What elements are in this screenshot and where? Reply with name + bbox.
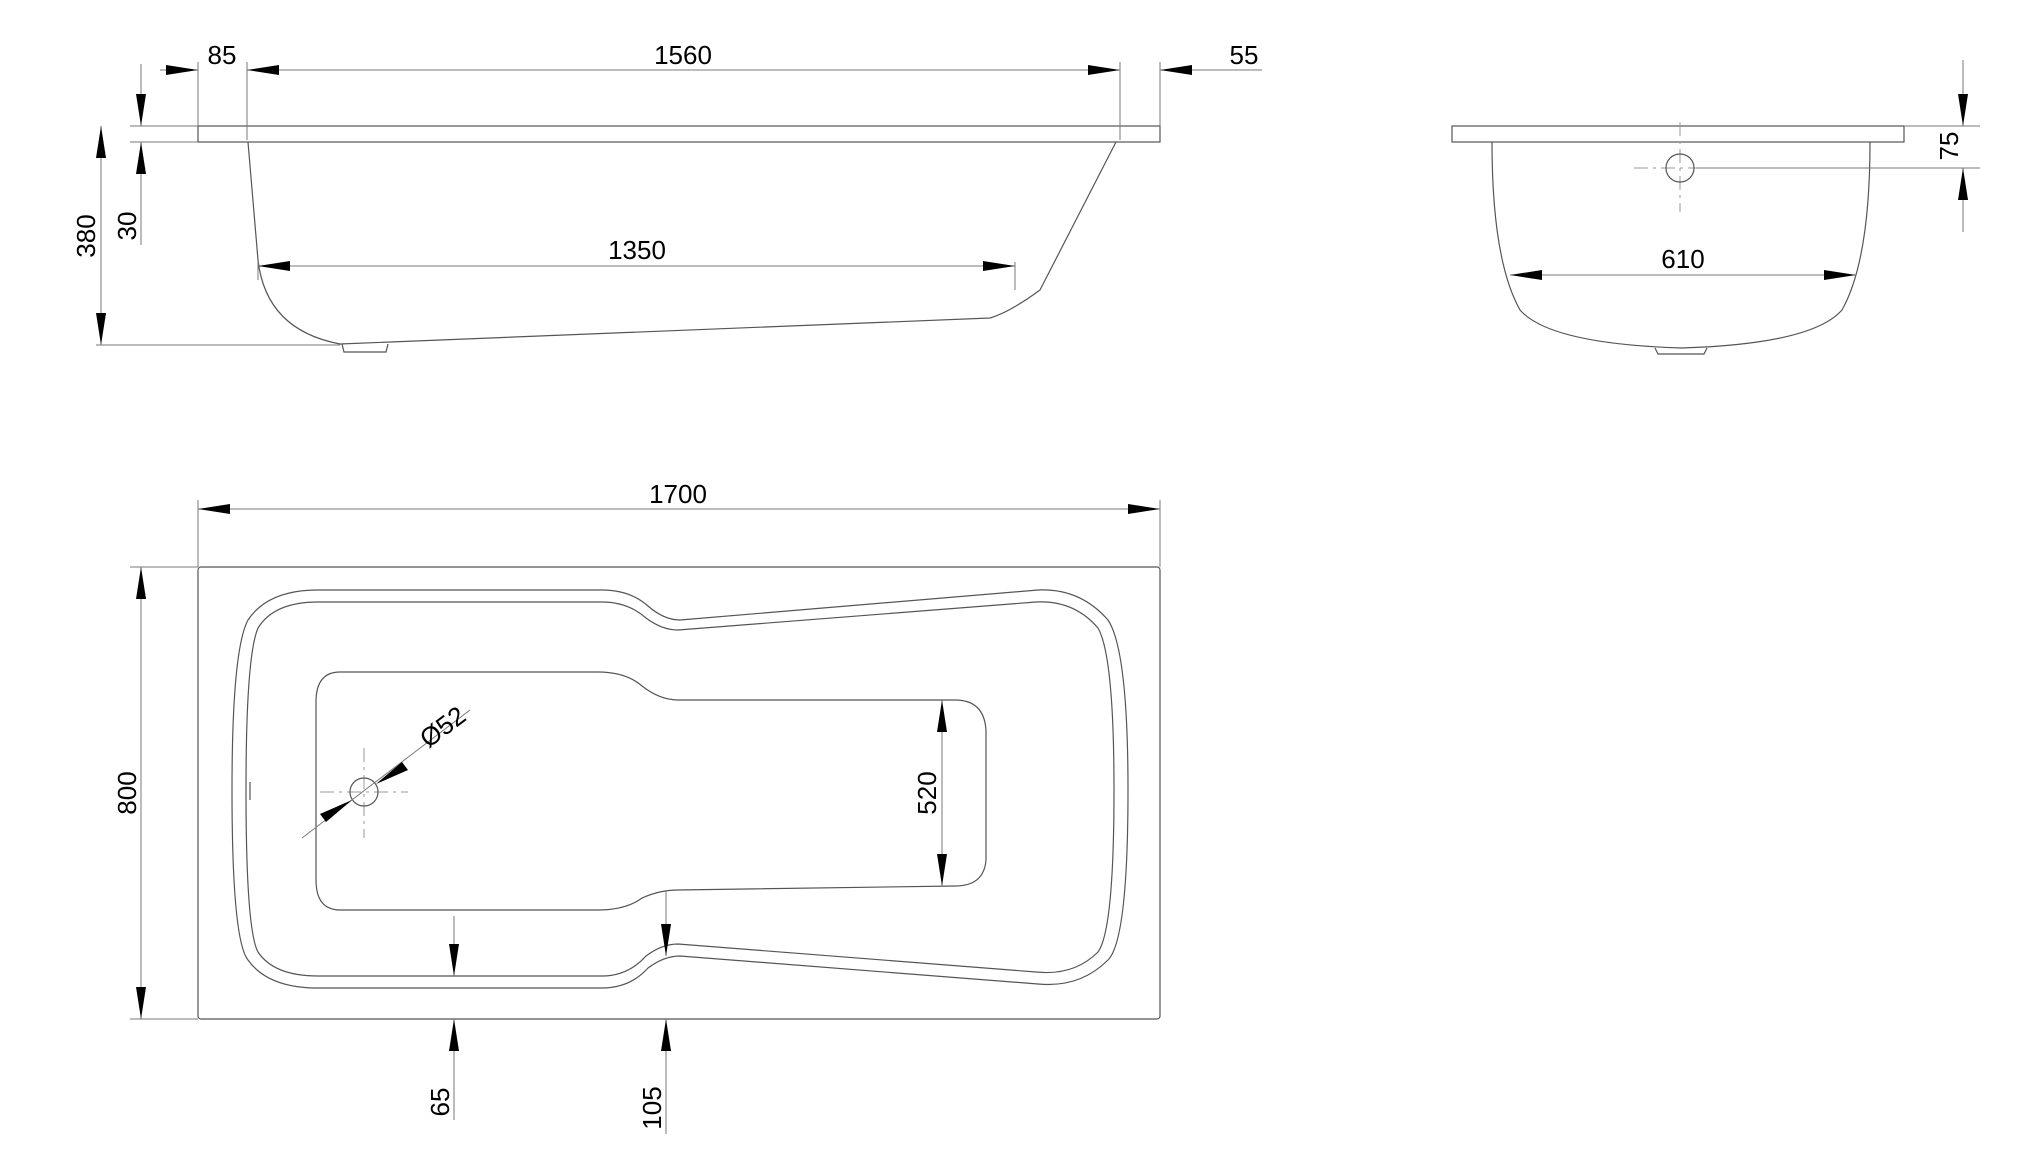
plan-view: Ø52 1700 800 520 65 105 <box>112 479 1161 1134</box>
end-body-outline <box>1491 141 1871 349</box>
side-dim-1560-label: 1560 <box>654 40 712 70</box>
plan-dim-65-arrow-top <box>449 944 459 976</box>
side-dim-85-arrow-right <box>247 65 279 75</box>
plan-dim-105-arrow-top <box>661 924 671 956</box>
plan-dim-520-arrow-top <box>937 700 947 732</box>
side-dim-30-arrow-top <box>136 94 146 126</box>
plan-dim-800-arrow-bottom <box>136 987 146 1019</box>
side-dim-30-label: 30 <box>112 212 142 241</box>
plan-dim-d52-arrow-lower <box>320 800 352 822</box>
side-view: 85 1560 55 380 30 1350 <box>71 40 1262 353</box>
plan-dim-800-arrow-top <box>136 567 146 599</box>
end-dim-610-arrow-right <box>1824 270 1856 280</box>
end-dim-75-arrow-bottom <box>1958 168 1968 200</box>
plan-outer-rim <box>197 566 1161 1020</box>
plan-dim-65-label: 65 <box>425 1088 455 1117</box>
plan-dim-520-arrow-bottom <box>937 854 947 886</box>
plan-inner-rim-outer-line <box>231 589 1129 989</box>
plan-dim-105-label: 105 <box>637 1086 667 1129</box>
plan-dim-1700-arrow-left <box>198 504 230 514</box>
end-drain-circle <box>1665 153 1695 183</box>
side-rim <box>197 125 1161 143</box>
side-dim-1350-arrow-left <box>258 261 290 271</box>
plan-dim-1700-label: 1700 <box>649 479 707 509</box>
end-rim <box>1451 125 1905 143</box>
side-foot <box>341 343 389 353</box>
side-dim-30-arrow-bottom <box>136 142 146 174</box>
end-dim-75-label: 75 <box>1934 132 1964 161</box>
side-dim-1350-arrow-right <box>983 261 1015 271</box>
plan-inner-rim-inner-line <box>245 601 1115 977</box>
side-dim-1350-label: 1350 <box>608 235 666 265</box>
plan-dim-520-label: 520 <box>912 771 942 814</box>
plan-drain-circle <box>349 777 379 807</box>
side-dim-380-arrow-bottom <box>96 313 106 345</box>
plan-dim-d52-arrow-upper <box>376 762 408 784</box>
side-body-outline <box>247 141 1117 345</box>
end-dim-75-arrow-top <box>1958 94 1968 126</box>
end-dim-610-arrow-left <box>1510 270 1542 280</box>
side-dim-380-arrow-top <box>96 126 106 158</box>
side-dim-55-arrow <box>1160 65 1192 75</box>
side-dim-55-label: 55 <box>1230 40 1259 70</box>
plan-dim-1700-arrow-right <box>1128 504 1160 514</box>
side-dim-85-arrow-left <box>166 65 198 75</box>
side-dim-1560-arrow-right <box>1088 65 1120 75</box>
plan-dim-105-arrow-bottom <box>661 1019 671 1051</box>
end-foot <box>1654 347 1708 355</box>
end-dim-610-label: 610 <box>1661 244 1704 274</box>
end-view: 75 610 <box>1451 60 1980 355</box>
plan-dim-800-label: 800 <box>112 771 142 814</box>
plan-floor-outline <box>315 671 987 911</box>
plan-dim-65-arrow-bottom <box>449 1019 459 1051</box>
side-dim-85-label: 85 <box>208 40 237 70</box>
side-dim-380-label: 380 <box>71 214 101 257</box>
